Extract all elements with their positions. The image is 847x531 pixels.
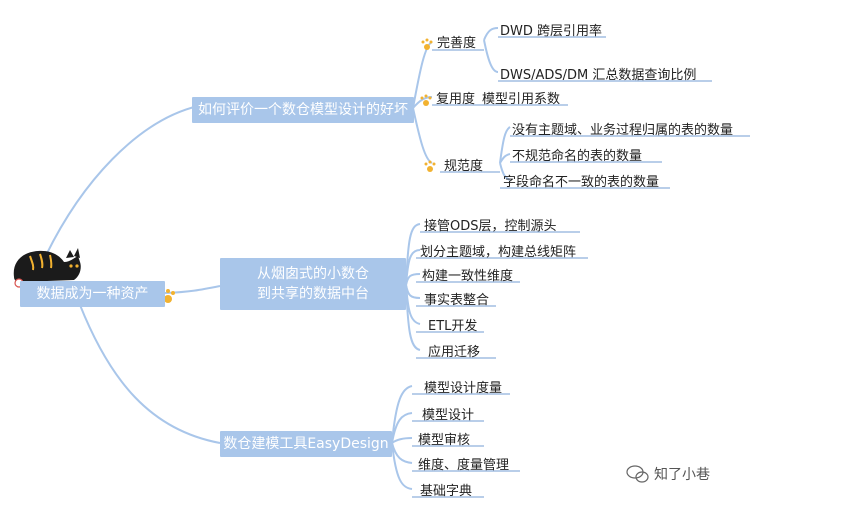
cat-illustration bbox=[13, 248, 81, 288]
root-label: 数据成为一种资产 bbox=[36, 286, 149, 302]
branch3-title: 数仓建模工具EasyDesign bbox=[223, 436, 389, 452]
branch1-node: 如何评价一个数仓模型设计的好坏 bbox=[192, 97, 414, 123]
branch2-item: 划分主题域，构建总线矩阵 bbox=[420, 245, 577, 260]
branch2-node: 从烟囱式的小数仓 到共享的数据中台 bbox=[220, 258, 406, 310]
wechat-icon bbox=[626, 465, 649, 483]
branch3-item: 维度、度量管理 bbox=[418, 458, 510, 473]
watermark-text: 知了小巷 bbox=[654, 467, 710, 483]
branch2-item: 构建一致性维度 bbox=[422, 269, 514, 284]
leaf-field-naming-tables: 字段命名不一致的表的数量 bbox=[503, 175, 660, 190]
root-node: 数据成为一种资产 bbox=[20, 281, 165, 307]
branch2-item: ETL开发 bbox=[428, 319, 478, 334]
connector-lines bbox=[39, 27, 511, 490]
branch3-node: 数仓建模工具EasyDesign bbox=[220, 431, 392, 457]
leaf-no-subject-tables: 没有主题域、业务过程归属的表的数量 bbox=[512, 123, 734, 138]
branch3-item: 基础字典 bbox=[420, 484, 473, 499]
group-standard: 规范度 bbox=[444, 159, 484, 174]
paw-icon bbox=[421, 38, 433, 50]
leaf-bad-naming-tables: 不规范命名的表的数量 bbox=[512, 149, 643, 164]
leaf-summary-query-ratio: DWS/ADS/DM 汇总数据查询比例 bbox=[500, 68, 697, 83]
branch2-item: 事实表整合 bbox=[424, 293, 490, 308]
branch2-title-line2: 到共享的数据中台 bbox=[257, 286, 369, 302]
label-underlines bbox=[412, 36, 750, 498]
paw-icon bbox=[424, 160, 436, 172]
group-reuse: 复用度 bbox=[436, 92, 476, 107]
branch3-item: 模型设计度量 bbox=[424, 381, 503, 396]
branch2-item: 应用迁移 bbox=[428, 345, 481, 360]
leaf-model-reference: 模型引用系数 bbox=[482, 92, 561, 107]
branch1-title: 如何评价一个数仓模型设计的好坏 bbox=[198, 102, 408, 118]
paw-icon bbox=[420, 94, 432, 106]
branch3-item: 模型审核 bbox=[418, 433, 471, 448]
branch3-item: 模型设计 bbox=[422, 408, 475, 423]
group-completeness: 完善度 bbox=[437, 36, 477, 51]
branch2-item: 接管ODS层，控制源头 bbox=[424, 219, 557, 234]
branch2-title-line1: 从烟囱式的小数仓 bbox=[257, 266, 369, 282]
leaf-dwd-cross-layer: DWD 跨层引用率 bbox=[500, 24, 603, 39]
